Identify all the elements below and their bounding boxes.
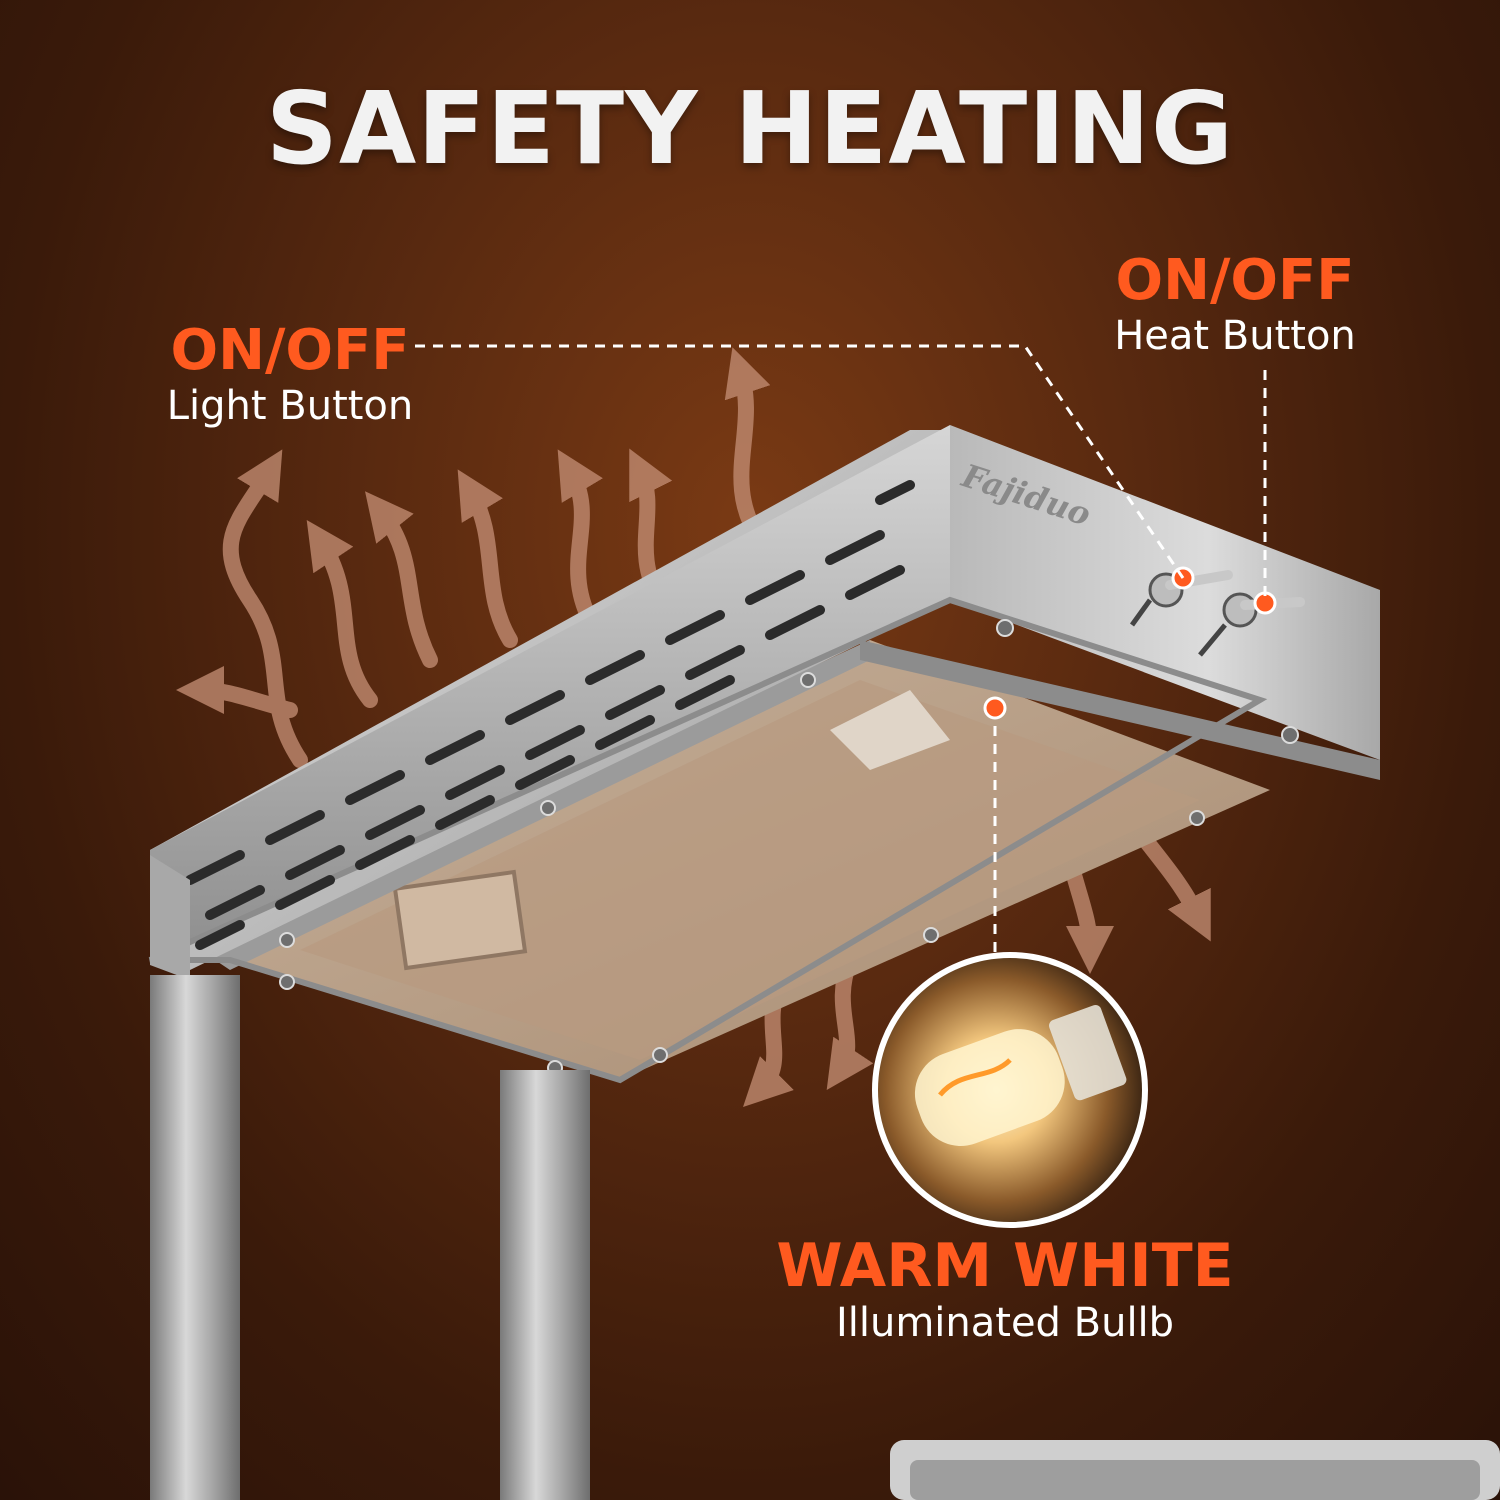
bulb-caption: Illuminated Bullb	[835, 1300, 1175, 1346]
page-title: SAFETY HEATING	[265, 70, 1235, 187]
light-button-caption: Light Button	[166, 382, 414, 429]
callout-line-light	[415, 344, 1185, 579]
heat-lamp-end-lip	[860, 640, 1380, 780]
heat-wave-arrow-icon	[306, 520, 378, 708]
light-button-heading: ON/OFF	[170, 318, 410, 383]
heat-lamp-bottom-edge	[148, 596, 1268, 1084]
bulb-zoom-circle	[872, 952, 1148, 1228]
heat-button-heading: ON/OFF	[1115, 248, 1355, 313]
heat-lamp-long-side	[150, 425, 950, 960]
bulb-callout: WARM WHITE Illuminated Bullb	[770, 1235, 1240, 1348]
heat-wave-arrow-icon	[365, 491, 438, 668]
heat-button-callout: ON/OFF Heat Button	[1090, 248, 1380, 361]
bulb-socket	[830, 690, 950, 770]
light-button-callout: ON/OFF Light Button	[150, 318, 430, 431]
heat-wave-arrow-icon	[176, 666, 298, 718]
bulb-heading: WARM WHITE	[776, 1231, 1234, 1301]
bottom-tray	[890, 1440, 1500, 1500]
stand-legs	[150, 855, 590, 1500]
bottom-rail	[200, 640, 870, 970]
bulb-callout-dot	[983, 696, 1007, 720]
heat-toggle-switch-icon[interactable]	[1198, 591, 1305, 657]
heat-wave-arrow-icon	[457, 469, 518, 648]
heat-wave-arrow-icon	[724, 347, 771, 548]
heat-wave-arrow-icon	[557, 449, 603, 628]
screws	[279, 619, 1299, 1076]
bulb-icon	[914, 1004, 1127, 1146]
heat-lamp-underside	[220, 640, 1270, 1080]
heat-button-caption: Heat Button	[1114, 312, 1356, 359]
vent-slots	[185, 480, 915, 950]
callout-lines	[415, 344, 1267, 960]
